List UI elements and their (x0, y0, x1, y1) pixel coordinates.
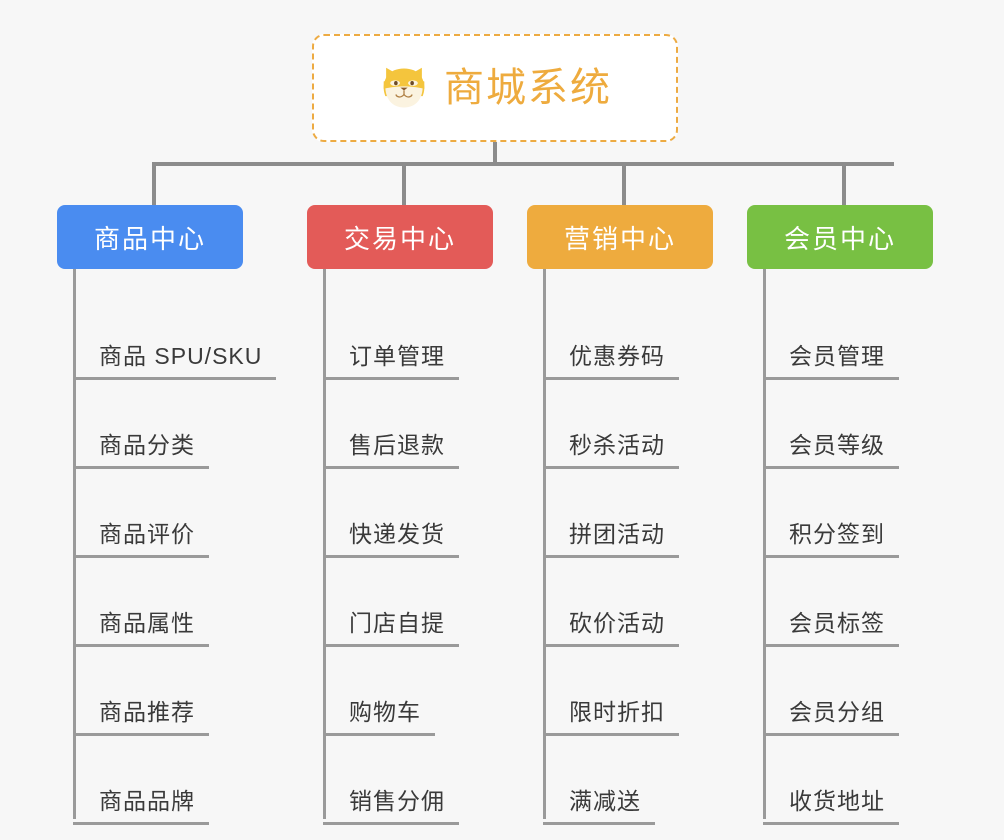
leaf-label: 订单管理 (323, 342, 459, 380)
branch-header-label-2: 营销中心 (563, 223, 676, 254)
leaf-item[interactable]: 优惠券码 (543, 291, 747, 380)
leaf-label: 售后退款 (323, 431, 459, 469)
connector-drop-2 (622, 162, 626, 207)
leaf-item[interactable]: 会员等级 (763, 380, 967, 469)
branch-column-0: 商品中心 商品 SPU/SKU 商品分类 商品评价 商品属性 商品推荐 商品品牌 (57, 205, 307, 825)
shiba-dog-face-icon (383, 67, 425, 108)
leaf-label: 商品属性 (73, 609, 209, 647)
leaf-item[interactable]: 快递发货 (323, 469, 527, 558)
leaf-label: 满减送 (543, 787, 655, 825)
branch-column-2: 营销中心 优惠券码 秒杀活动 拼团活动 砍价活动 限时折扣 满减送 (527, 205, 747, 825)
leaf-item[interactable]: 砍价活动 (543, 558, 747, 647)
leaf-item[interactable]: 会员管理 (763, 291, 967, 380)
leaf-label: 拼团活动 (543, 520, 679, 558)
connector-drop-3 (842, 162, 846, 207)
root-node[interactable]: 商城系统 (312, 34, 678, 142)
leaf-label: 购物车 (323, 698, 435, 736)
leaf-label: 积分签到 (763, 520, 899, 558)
leaf-list-2: 优惠券码 秒杀活动 拼团活动 砍价活动 限时折扣 满减送 (527, 269, 747, 825)
leaf-label: 会员分组 (763, 698, 899, 736)
leaf-label: 会员管理 (763, 342, 899, 380)
leaf-item[interactable]: 秒杀活动 (543, 380, 747, 469)
leaf-item[interactable]: 商品分类 (73, 380, 307, 469)
branch-header-label-0: 商品中心 (93, 223, 206, 254)
leaf-label: 秒杀活动 (543, 431, 679, 469)
leaf-item[interactable]: 商品推荐 (73, 647, 307, 736)
connector-horizontal-bus (152, 162, 894, 166)
leaf-trunk-0 (73, 269, 76, 819)
leaf-item[interactable]: 收货地址 (763, 736, 967, 825)
leaf-label: 商品推荐 (73, 698, 209, 736)
branch-header-2[interactable]: 营销中心 (527, 205, 713, 269)
leaf-label: 商品分类 (73, 431, 209, 469)
branch-column-3: 会员中心 会员管理 会员等级 积分签到 会员标签 会员分组 收货地址 (747, 205, 967, 825)
leaf-label: 商品评价 (73, 520, 209, 558)
connector-root-stem (493, 142, 497, 164)
leaf-list-1: 订单管理 售后退款 快递发货 门店自提 购物车 销售分佣 (307, 269, 527, 825)
leaf-item[interactable]: 购物车 (323, 647, 527, 736)
leaf-label: 商品品牌 (73, 787, 209, 825)
leaf-label: 优惠券码 (543, 342, 679, 380)
leaf-trunk-3 (763, 269, 766, 819)
leaf-item[interactable]: 会员分组 (763, 647, 967, 736)
leaf-item[interactable]: 商品属性 (73, 558, 307, 647)
connector-drop-1 (402, 162, 406, 207)
leaf-label: 限时折扣 (543, 698, 679, 736)
leaf-label: 商品 SPU/SKU (73, 342, 277, 380)
leaf-trunk-2 (543, 269, 546, 819)
leaf-item[interactable]: 门店自提 (323, 558, 527, 647)
connector-drop-0 (152, 162, 156, 207)
leaf-item[interactable]: 积分签到 (763, 469, 967, 558)
leaf-item[interactable]: 会员标签 (763, 558, 967, 647)
root-title: 商城系统 (444, 66, 612, 110)
leaf-label: 会员标签 (763, 609, 899, 647)
branch-header-label-3: 会员中心 (783, 223, 896, 254)
leaf-item[interactable]: 销售分佣 (323, 736, 527, 825)
leaf-item[interactable]: 订单管理 (323, 291, 527, 380)
leaf-item[interactable]: 商品 SPU/SKU (73, 291, 307, 380)
leaf-list-0: 商品 SPU/SKU 商品分类 商品评价 商品属性 商品推荐 商品品牌 (57, 269, 307, 825)
leaf-label: 砍价活动 (543, 609, 679, 647)
branch-header-label-1: 交易中心 (343, 223, 456, 254)
branch-header-0[interactable]: 商品中心 (57, 205, 243, 269)
leaf-item[interactable]: 售后退款 (323, 380, 527, 469)
leaf-item[interactable]: 限时折扣 (543, 647, 747, 736)
leaf-trunk-1 (323, 269, 326, 819)
branch-column-1: 交易中心 订单管理 售后退款 快递发货 门店自提 购物车 销售分佣 (307, 205, 527, 825)
leaf-label: 门店自提 (323, 609, 459, 647)
leaf-list-3: 会员管理 会员等级 积分签到 会员标签 会员分组 收货地址 (747, 269, 967, 825)
branch-header-1[interactable]: 交易中心 (307, 205, 493, 269)
leaf-item[interactable]: 拼团活动 (543, 469, 747, 558)
leaf-item[interactable]: 商品品牌 (73, 736, 307, 825)
leaf-item[interactable]: 满减送 (543, 736, 747, 825)
leaf-label: 销售分佣 (323, 787, 459, 825)
leaf-label: 收货地址 (763, 787, 899, 825)
leaf-label: 会员等级 (763, 431, 899, 469)
branch-header-3[interactable]: 会员中心 (747, 205, 933, 269)
leaf-item[interactable]: 商品评价 (73, 469, 307, 558)
leaf-label: 快递发货 (323, 520, 459, 558)
